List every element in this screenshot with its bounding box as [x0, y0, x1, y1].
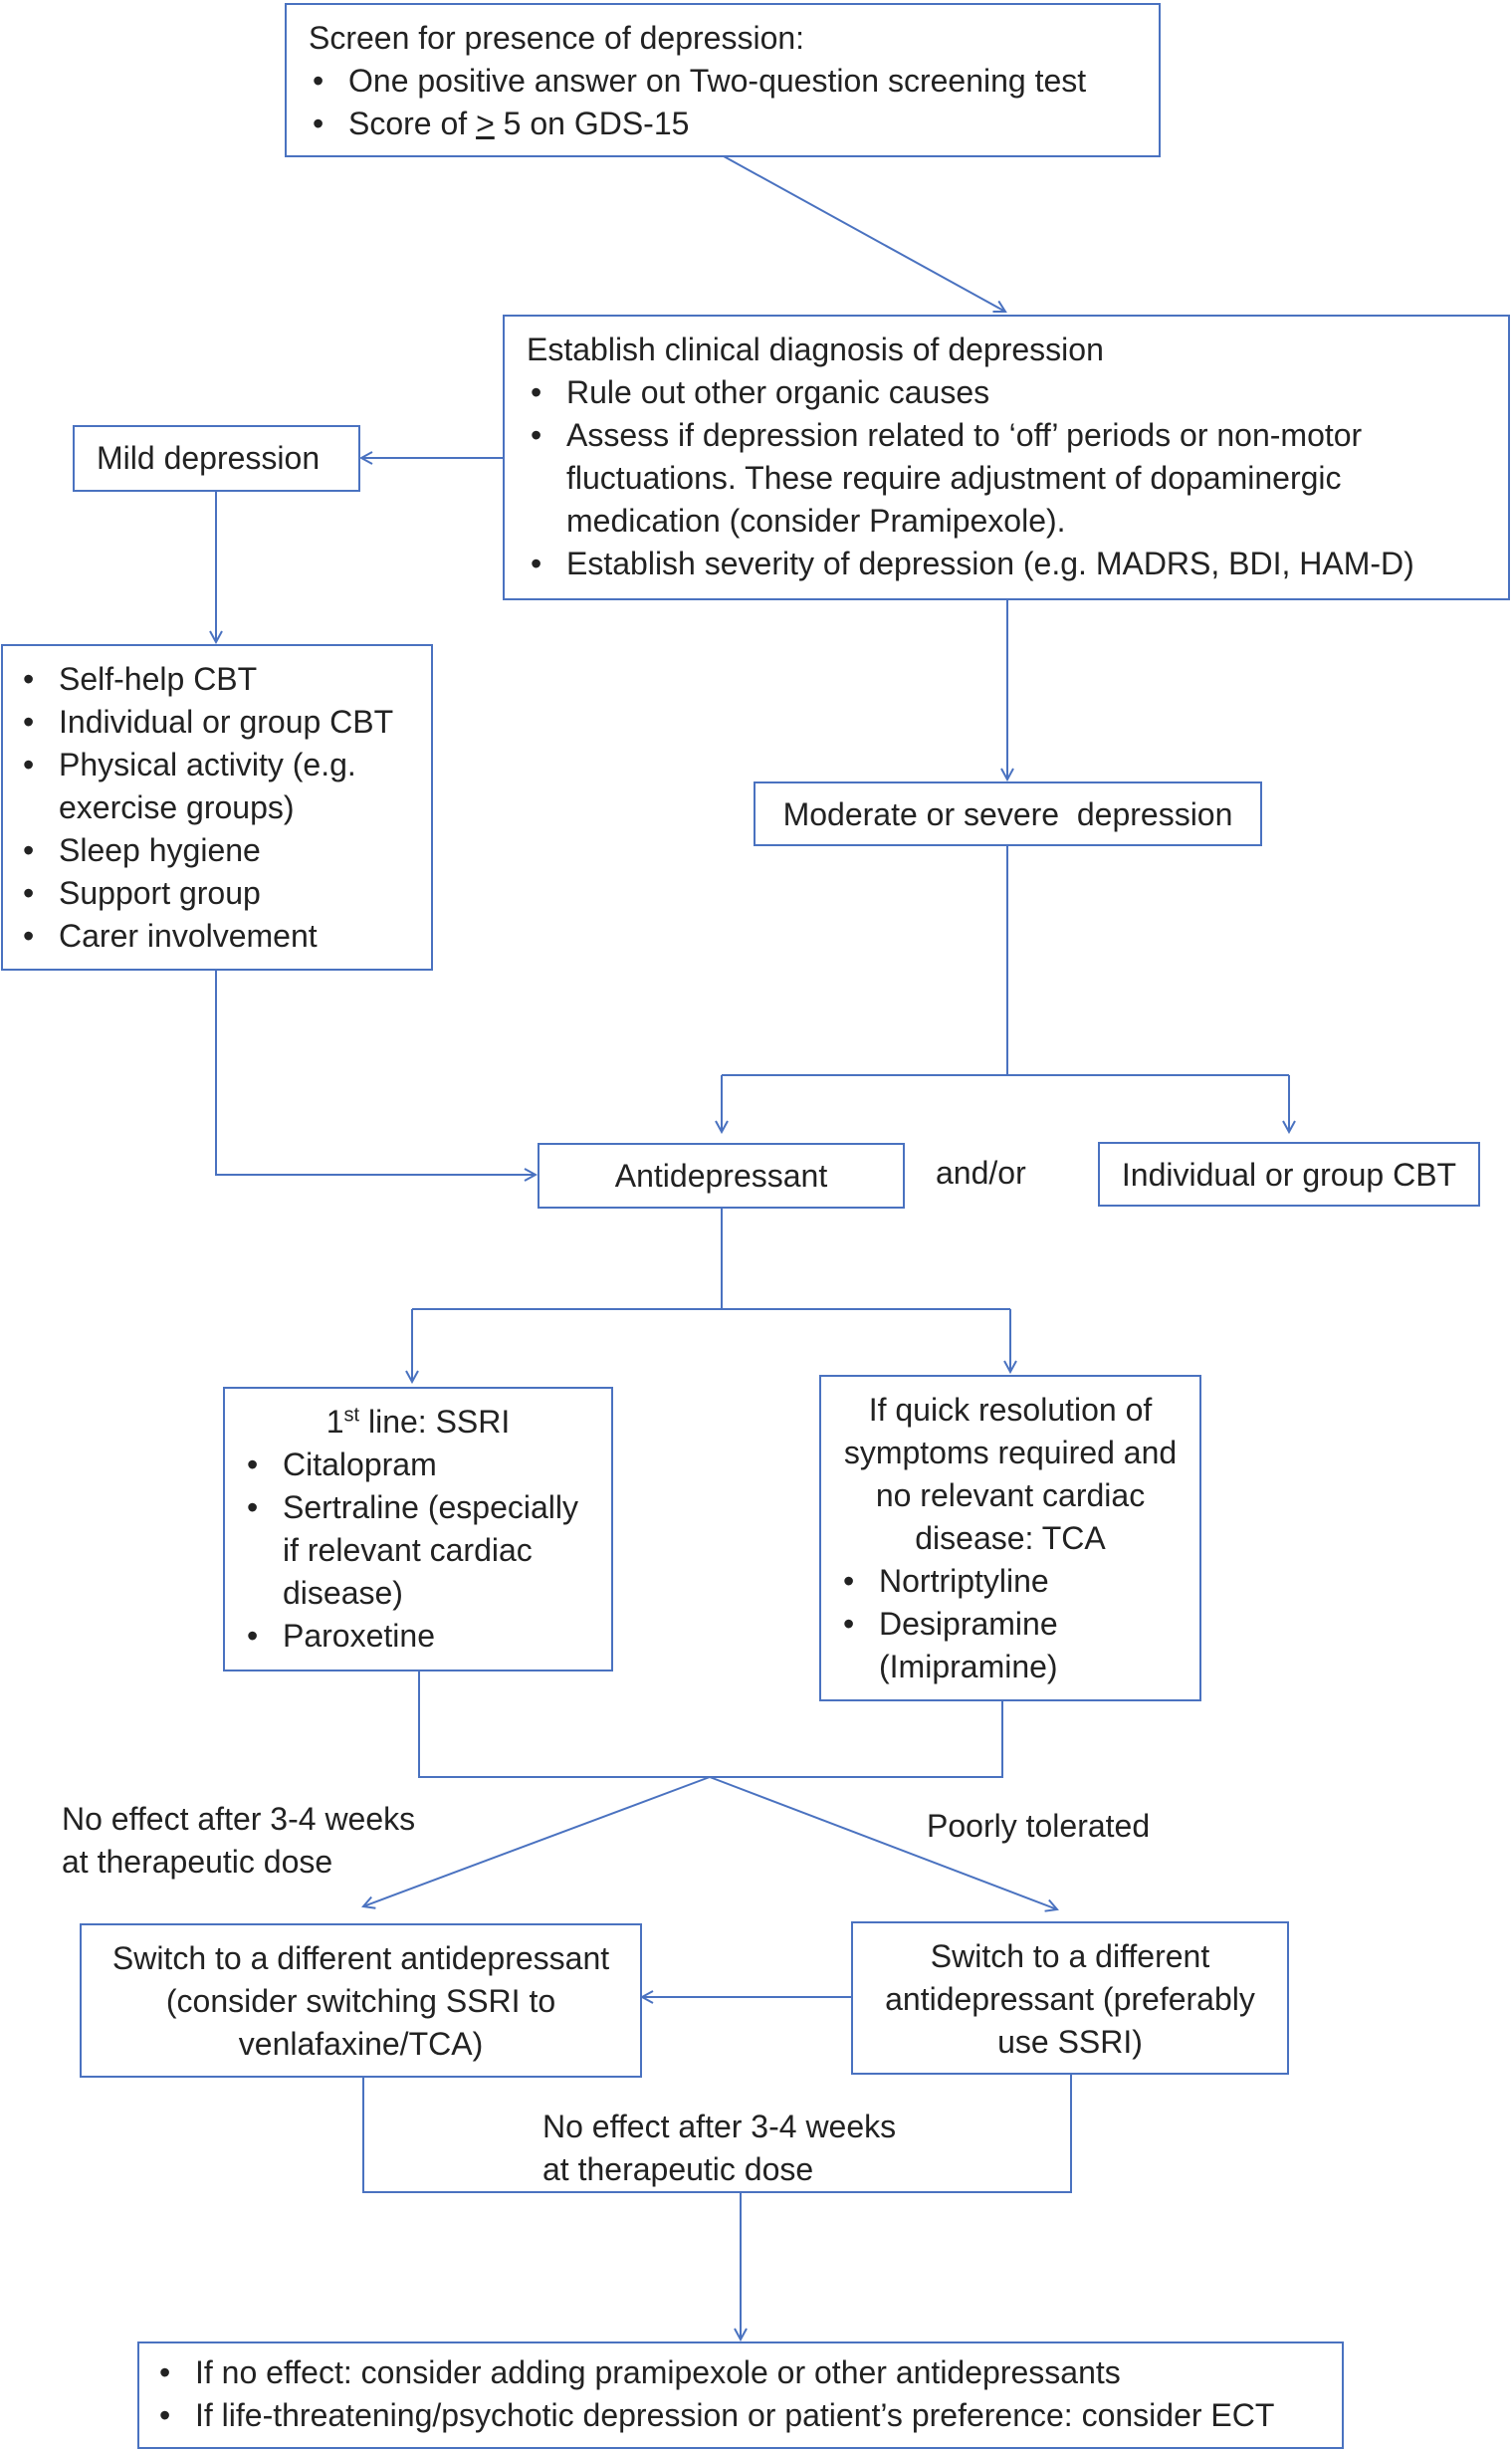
- antidepressant-box: Antidepressant: [538, 1143, 905, 1209]
- diagnosis-bullet: Assess if depression related to ‘off’ pe…: [527, 414, 1486, 543]
- mild-depression-label: Mild depression: [97, 440, 321, 476]
- individual-group-cbt-label: Individual or group CBT: [1121, 1157, 1457, 1193]
- final-option: If no effect: consider adding pramipexol…: [155, 2351, 1326, 2394]
- mild-option: Sleep hygiene: [19, 829, 415, 872]
- switch-left-text: Switch to a different antidepressant (co…: [111, 1940, 610, 2062]
- mild-option: Support group: [19, 872, 415, 915]
- individual-group-cbt-box: Individual or group CBT: [1098, 1142, 1480, 1207]
- tca-drug: Desipramine (Imipramine): [839, 1603, 1182, 1688]
- connector-switch-bottom: [362, 2075, 1072, 2193]
- diagnosis-bullet: Establish severity of depression (e.g. M…: [527, 543, 1486, 585]
- mild-option: Physical activity (e.g. exercise groups): [19, 744, 415, 829]
- greater-equal-symbol: >: [476, 106, 495, 141]
- mild-option: Self-help CBT: [19, 658, 415, 701]
- tca-drug: Nortriptyline: [839, 1560, 1182, 1603]
- ssri-drug: Sertraline (especially if relevant cardi…: [243, 1486, 593, 1615]
- poorly-tolerated-label: Poorly tolerated: [927, 1808, 1151, 1844]
- arrow-to-switch-left: [363, 1776, 711, 1906]
- switch-left-box: Switch to a different antidepressant (co…: [80, 1923, 642, 2078]
- tca-box: If quick resolution of symptoms required…: [819, 1375, 1201, 1701]
- mild-options-box: Self-help CBT Individual or group CBT Ph…: [1, 644, 433, 971]
- diagnosis-bullet: Rule out other organic causes: [527, 371, 1486, 414]
- screening-title: Screen for presence of depression:: [309, 20, 805, 56]
- mild-depression-box: Mild depression: [73, 425, 360, 492]
- arrow-screen-to-diagnosis: [723, 155, 1005, 312]
- ssri-drug: Paroxetine: [243, 1615, 593, 1658]
- screening-bullet: Score of > 5 on GDS-15: [309, 103, 1137, 145]
- tca-title: If quick resolution of symptoms required…: [843, 1392, 1178, 1556]
- no-effect-label-2: No effect after 3-4 weeks at therapeutic…: [542, 2109, 897, 2187]
- arrow-to-switch-right: [709, 1776, 1057, 1909]
- moderate-severe-box: Moderate or severe depression: [754, 781, 1262, 846]
- diagnosis-title: Establish clinical diagnosis of depressi…: [527, 332, 1104, 367]
- antidepressant-label: Antidepressant: [614, 1158, 828, 1194]
- switch-right-box: Switch to a different antidepressant (pr…: [851, 1921, 1289, 2075]
- switch-right-text: Switch to a different antidepressant (pr…: [885, 1938, 1255, 2060]
- diagnosis-box: Establish clinical diagnosis of depressi…: [503, 315, 1510, 600]
- and-or-label: and/or: [936, 1155, 1026, 1191]
- arrow-options-to-antidepressant: [215, 971, 536, 1175]
- ssri-drug: Citalopram: [243, 1444, 593, 1486]
- final-option: If life-threatening/psychotic depression…: [155, 2394, 1326, 2437]
- ssri-box: 1st line: SSRI Citalopram Sertraline (es…: [223, 1387, 613, 1671]
- mild-option: Carer involvement: [19, 915, 415, 958]
- moderate-severe-label: Moderate or severe depression: [782, 796, 1233, 832]
- final-options-box: If no effect: consider adding pramipexol…: [137, 2341, 1344, 2449]
- ssri-title: 1st line: SSRI: [325, 1404, 511, 1440]
- screening-bullet: One positive answer on Two-question scre…: [309, 60, 1137, 103]
- mild-option: Individual or group CBT: [19, 701, 415, 744]
- screening-box: Screen for presence of depression: One p…: [285, 3, 1161, 157]
- no-effect-label-1: No effect after 3-4 weeks at therapeutic…: [62, 1801, 416, 1880]
